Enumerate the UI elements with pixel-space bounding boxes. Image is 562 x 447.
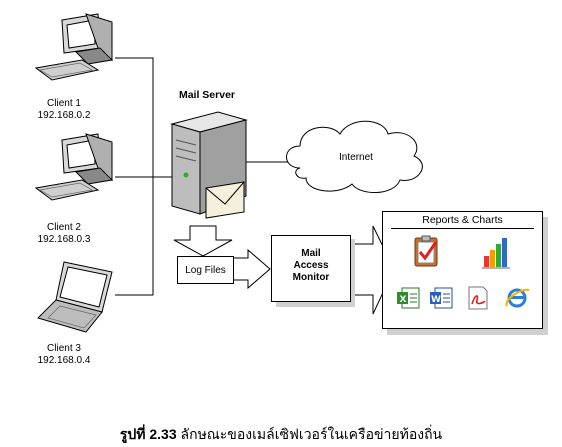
client-2-label: Client 2 192.168.0.3	[31, 222, 97, 246]
reports-charts-box: Reports & Charts X	[382, 211, 543, 329]
internet-label: Internet	[339, 152, 373, 163]
desktop-computer-icon	[34, 13, 114, 81]
client-3-name: Client 3	[47, 343, 81, 354]
mail-server-label: Mail Server	[178, 89, 236, 101]
laptop-icon	[37, 261, 113, 333]
mail-access-monitor-box: Mail Access Monitor	[271, 235, 351, 302]
network-lines	[115, 57, 290, 296]
log-files-box: Log Files	[177, 256, 234, 284]
pdf-icon	[468, 286, 488, 310]
desktop-computer-icon	[34, 133, 114, 201]
client-2-name: Client 2	[47, 222, 81, 233]
client-1-ip: 192.168.0.2	[37, 110, 91, 121]
word-icon: W	[430, 287, 453, 309]
internet-cloud-icon	[286, 120, 423, 194]
client-1-label: Client 1 192.168.0.2	[31, 98, 97, 122]
log-files-label: Log Files	[185, 265, 226, 276]
client-2-ip: 192.168.0.3	[37, 234, 91, 245]
client-1-name: Client 1	[47, 98, 81, 109]
figure-caption-text: ลักษณะของเมล์เซิฟเวอร์ในเครือข่ายท้องถิ่…	[180, 426, 443, 442]
excel-icon: X	[397, 287, 420, 309]
svg-text:X: X	[400, 295, 407, 305]
mail-server-icon	[170, 111, 248, 219]
bar-chart-icon	[482, 238, 510, 269]
monitor-label-line1: Mail	[301, 248, 321, 259]
figure-caption: รูปที่ 2.33 ลักษณะของเมล์เซิฟเวอร์ในเครื…	[0, 424, 562, 446]
report-icons: X W	[397, 235, 530, 310]
figure-caption-prefix: รูปที่ 2.33	[119, 426, 177, 442]
reports-divider	[391, 228, 534, 229]
monitor-label-line3: Monitor	[292, 272, 330, 283]
reports-charts-title: Reports & Charts	[422, 214, 503, 226]
down-arrow	[173, 225, 233, 257]
svg-text:W: W	[431, 295, 441, 305]
internet-explorer-icon	[505, 288, 530, 308]
monitor-label: Mail Access Monitor	[272, 248, 350, 284]
monitor-label-line2: Access	[293, 260, 329, 271]
clipboard-check-icon	[414, 235, 438, 267]
client-3-label: Client 3 192.168.0.4	[31, 343, 97, 367]
arrow-to-monitor	[231, 248, 271, 290]
client-3-ip: 192.168.0.4	[37, 355, 91, 366]
